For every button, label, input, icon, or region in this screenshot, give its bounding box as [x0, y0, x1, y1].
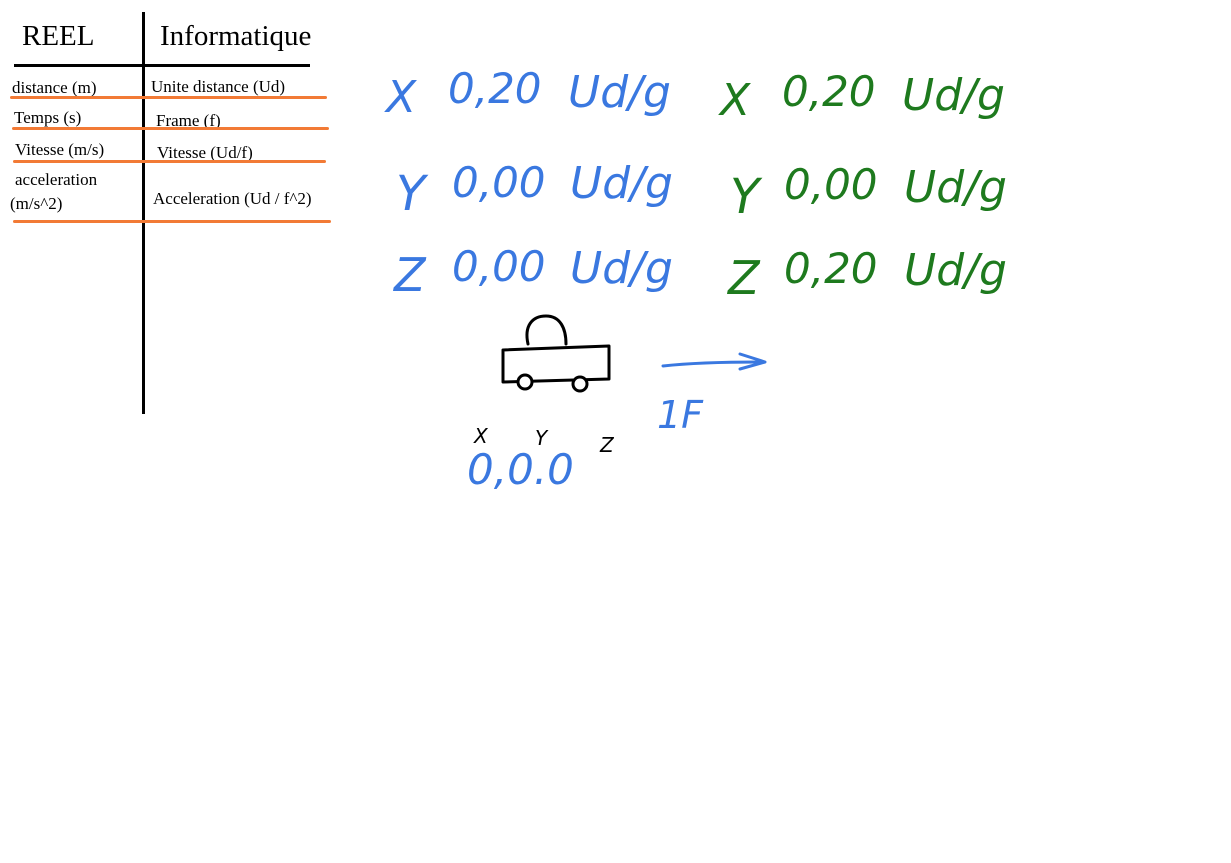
green-x-value: 0,20: [782, 67, 876, 116]
row-rule-4: [13, 220, 331, 223]
blue-y-value: 0,00: [452, 158, 546, 207]
green-y-value: 0,00: [784, 160, 878, 209]
row-temps-right: Frame (f): [156, 111, 221, 130]
vector-green: X 0,20 Ud/g Y 0,00 Ud/g Z 0,20 Ud/g: [718, 67, 1007, 305]
axis-label-z: Z: [599, 433, 615, 457]
row-acceleration-left-2: (m/s^2): [10, 194, 63, 213]
green-z-axis: Z: [726, 251, 761, 305]
axis-label-x: X: [473, 424, 489, 448]
axis-label-y: Y: [535, 426, 549, 450]
blue-y-axis: Y: [396, 166, 429, 222]
blue-x-value: 0,20: [448, 64, 542, 113]
table-header-rule: [14, 64, 310, 67]
table-divider-vertical: [142, 12, 145, 414]
arrow-label: 1F: [657, 393, 704, 437]
arrow-right-icon: [661, 352, 767, 371]
row-temps-left: Temps (s): [14, 108, 82, 127]
green-x-unit: Ud/g: [902, 70, 1005, 121]
header-reel: REEL: [22, 20, 95, 52]
green-x-axis: X: [718, 75, 751, 126]
position-value: 0,0.0: [467, 445, 574, 494]
car-icon: [501, 314, 611, 393]
vector-blue: X 0,20 Ud/g Y 0,00 Ud/g Z 0,00 Ud/g: [384, 64, 673, 302]
row-distance-left: distance (m): [12, 78, 97, 97]
row-rule-3: [13, 160, 326, 163]
blue-z-axis: Z: [392, 248, 427, 302]
row-distance-right: Unite distance (Ud): [151, 77, 286, 96]
row-acceleration-left-1: acceleration: [15, 170, 98, 189]
row-vitesse-left: Vitesse (m/s): [15, 140, 105, 159]
row-rule-1: [10, 96, 327, 99]
green-y-axis: Y: [730, 169, 763, 225]
header-informatique: Informatique: [160, 20, 312, 52]
blue-z-unit: Ud/g: [570, 243, 673, 294]
position-axes: X Y Z: [473, 424, 615, 457]
blue-z-value: 0,00: [452, 242, 546, 291]
row-acceleration-right: Acceleration (Ud / f^2): [153, 189, 312, 208]
blue-x-unit: Ud/g: [568, 67, 671, 118]
blue-y-unit: Ud/g: [570, 158, 673, 209]
row-rule-2: [12, 127, 329, 130]
green-z-unit: Ud/g: [904, 245, 1007, 296]
green-y-unit: Ud/g: [904, 162, 1007, 213]
green-z-value: 0,20: [784, 244, 878, 293]
blue-x-axis: X: [384, 72, 417, 123]
row-vitesse-right: Vitesse (Ud/f): [157, 143, 253, 162]
